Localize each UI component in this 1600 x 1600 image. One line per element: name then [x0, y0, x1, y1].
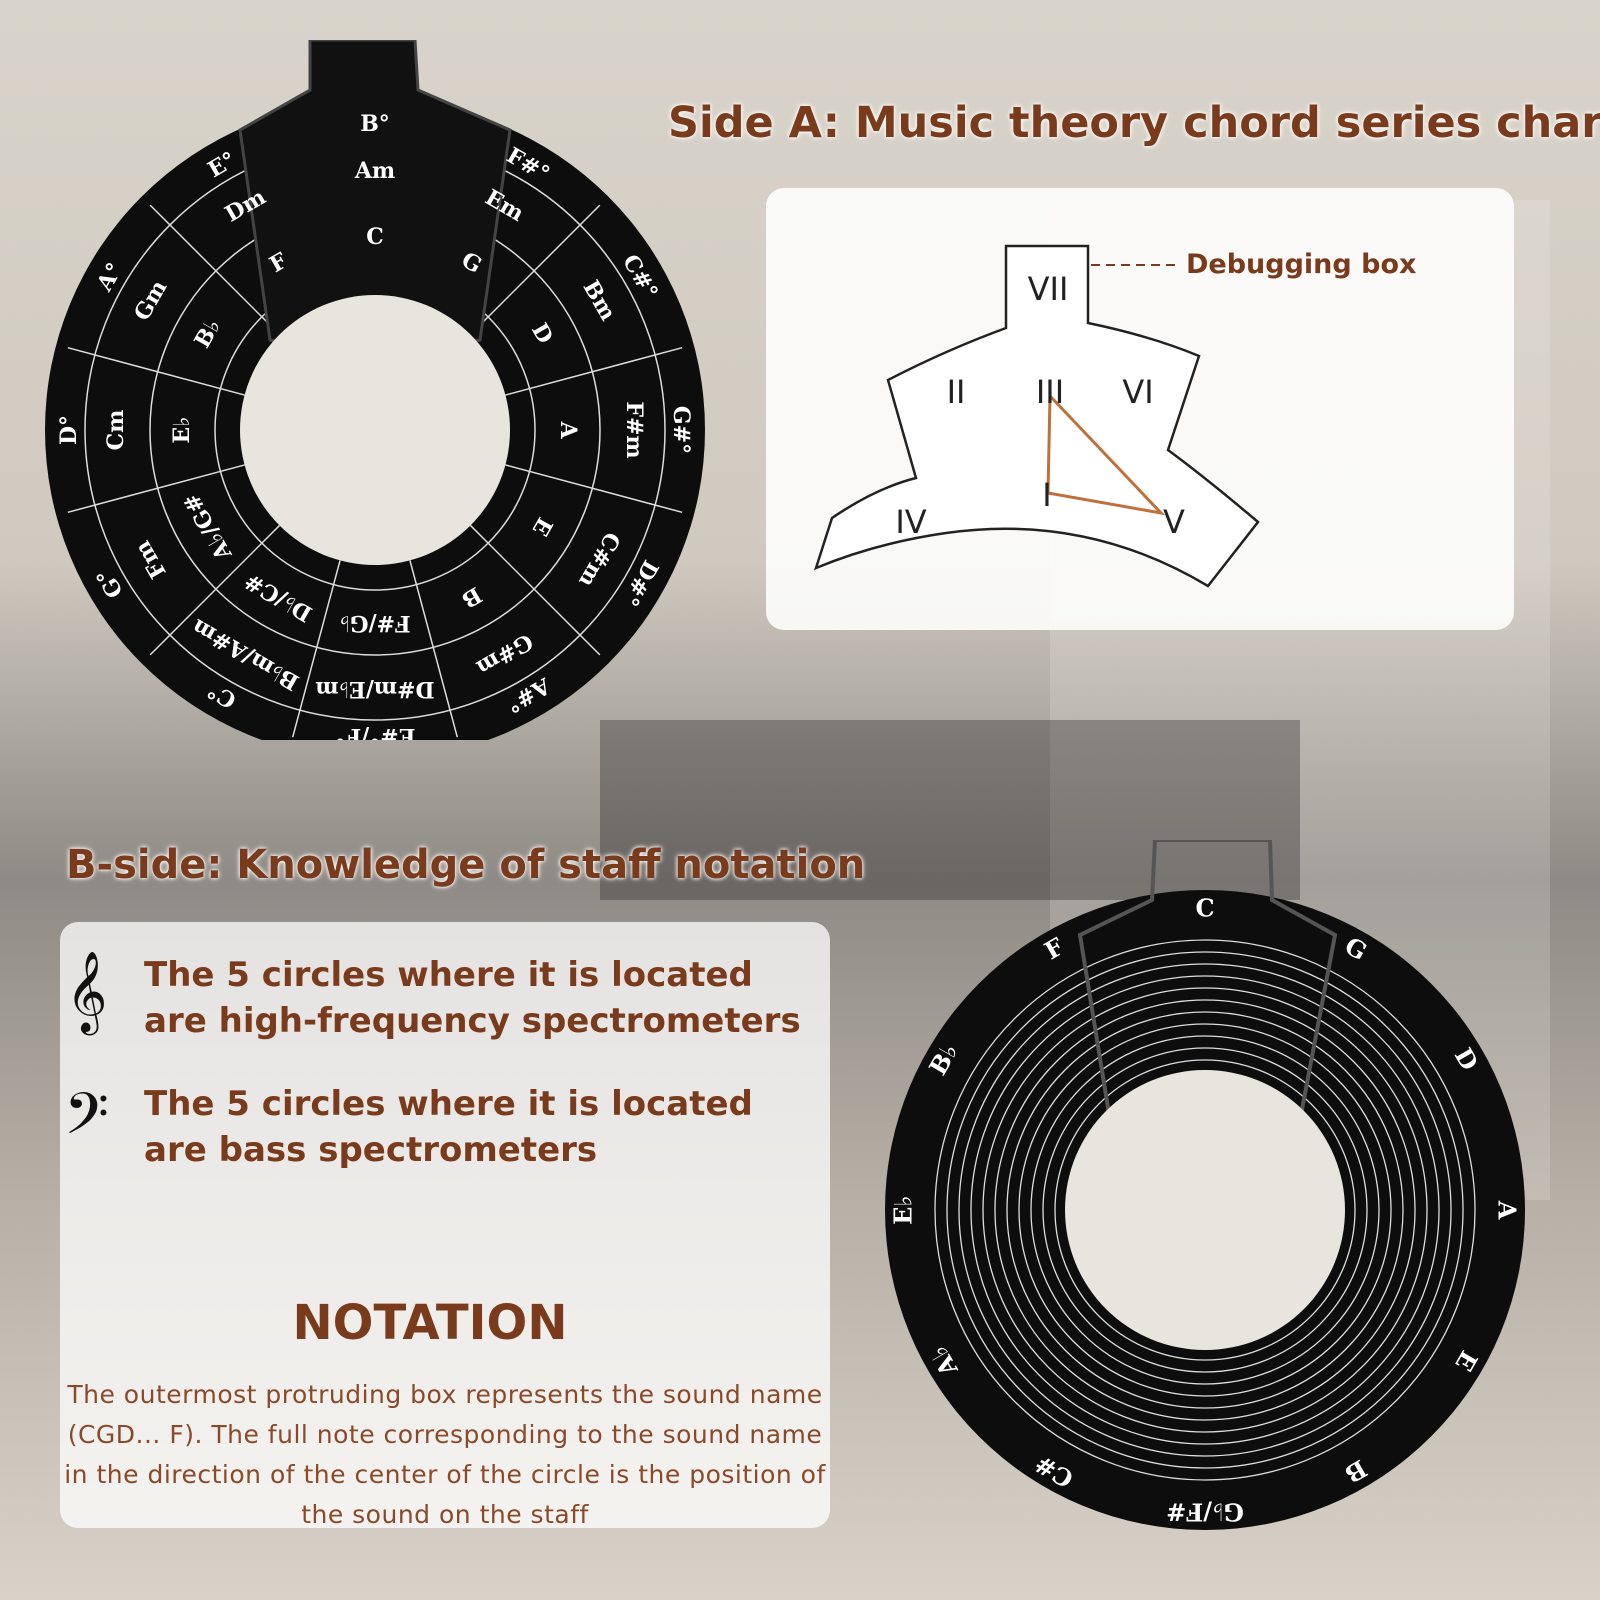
- note-name-label: G♭/F#: [1166, 1498, 1244, 1527]
- staff-line: [958, 963, 1452, 1457]
- side-b-title: B-side: Knowledge of staff notation: [66, 842, 866, 888]
- numeral-i: I: [1042, 476, 1051, 514]
- staff-line: [1006, 1011, 1404, 1409]
- side-a-title: Side A: Music theory chord series chart: [668, 98, 1600, 148]
- box-outline: [813, 244, 1260, 588]
- staff-line: [946, 951, 1464, 1469]
- treble-description: The 5 circles where it is located are hi…: [144, 955, 801, 1041]
- center-window: [240, 295, 510, 565]
- sector-divider: [409, 560, 459, 738]
- sector-divider: [149, 204, 281, 336]
- note-name-label: A: [1493, 1200, 1522, 1220]
- bass-description: The 5 circles where it is located are ba…: [144, 1084, 753, 1170]
- notation-description: The outermost protruding box represents …: [64, 1380, 826, 1529]
- major-chord-label: A: [555, 420, 581, 439]
- staff-line: [1030, 1035, 1380, 1385]
- staff-line: [982, 987, 1428, 1433]
- background-piano: [600, 720, 1300, 900]
- sector-divider: [291, 560, 341, 738]
- staff-line: [1042, 1047, 1368, 1373]
- staff-line: [1054, 1059, 1356, 1361]
- staff-line: [934, 939, 1476, 1481]
- numeral-ii: II: [947, 373, 966, 411]
- numeral-vi: VI: [1122, 373, 1153, 411]
- bass-clef-icon: 𝄢: [64, 1080, 110, 1162]
- sector-divider: [67, 346, 245, 396]
- major-chord-label: C: [366, 224, 384, 250]
- sector-divider: [505, 464, 683, 514]
- diminished-chord-label: B°: [360, 111, 390, 137]
- staff-line: [994, 999, 1416, 1421]
- minor-chord-label: F#m: [621, 401, 647, 458]
- debugging-box-diagram-panel: Debugging box VII II III VI IV I V: [766, 188, 1514, 630]
- sector-divider: [149, 524, 281, 656]
- diminished-chord-label: G#°: [668, 406, 694, 454]
- diminished-chord-label: D°: [56, 415, 82, 445]
- major-chord-label: E♭: [169, 416, 195, 443]
- numeral-iii: III: [1036, 373, 1064, 411]
- minor-chord-label: Am: [354, 158, 395, 184]
- sector-divider: [67, 464, 245, 514]
- sector-divider: [505, 346, 683, 396]
- treble-clef-icon: 𝄞: [66, 950, 108, 1032]
- chord-wheel-side-a: B°F#°C#°G#°D#°A#°E#°/F°C°G°D°A°E°AmEmBmF…: [45, 40, 705, 740]
- debugging-box-diagram: Debugging box VII II III VI IV I V: [813, 244, 1416, 588]
- callout-label: Debugging box: [1186, 249, 1416, 280]
- major-chord-label: F#/G♭: [339, 610, 410, 636]
- sector-divider: [469, 524, 601, 656]
- minor-chord-label: D#m/E♭m: [315, 676, 434, 702]
- numeral-v: V: [1163, 503, 1185, 541]
- staff-line: [970, 975, 1440, 1445]
- triangle: [1046, 394, 1166, 516]
- notation-panel: [60, 922, 830, 1528]
- note-name-label: C: [1195, 894, 1214, 923]
- numeral-vii: VII: [1028, 270, 1069, 308]
- numeral-iv: IV: [895, 503, 926, 541]
- staff-line: [1018, 1023, 1392, 1397]
- center-window: [1065, 1070, 1345, 1350]
- minor-chord-label: Cm: [103, 410, 129, 451]
- note-name-label: E♭: [889, 1195, 918, 1225]
- notation-heading: NOTATION: [292, 1295, 568, 1351]
- sector-divider: [469, 204, 601, 336]
- diminished-chord-label: E#°/F°: [335, 723, 416, 740]
